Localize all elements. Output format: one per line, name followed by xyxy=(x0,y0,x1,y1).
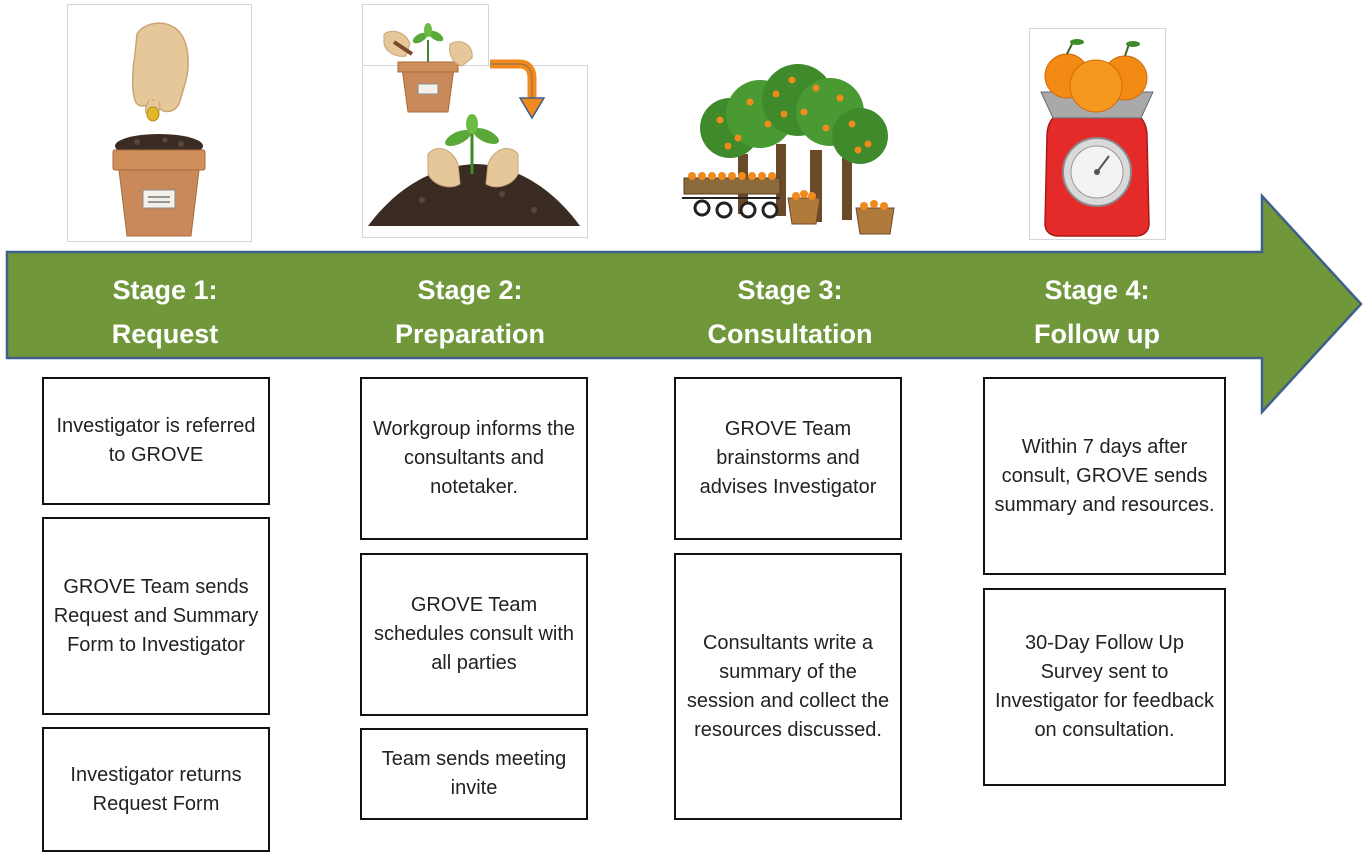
stage-2-title-line1: Stage 2: xyxy=(417,275,523,305)
stage-1-step-2-box: GROVE Team sends Request and Summary For… xyxy=(42,517,270,715)
stage-2-step-2-box: GROVE Team schedules consult with all pa… xyxy=(360,553,588,716)
stage-1-step-3-text: Investigator returns Request Form xyxy=(70,763,242,815)
stage-3-title-line2: Consultation xyxy=(707,319,873,349)
stage-4-title: Stage 4: Follow up xyxy=(987,268,1207,356)
stage-2-step-3-box: Team sends meeting invite xyxy=(360,728,588,820)
stage-4-step-1-text: Within 7 days after consult, GROVE sends… xyxy=(994,435,1215,516)
stage-1-step-1-box: Investigator is referred to GROVE xyxy=(42,377,270,505)
stage-3-title: Stage 3: Consultation xyxy=(680,268,900,356)
stage-2-step-3-text: Team sends meeting invite xyxy=(381,748,567,799)
process-arrow-shape xyxy=(5,192,1363,416)
stage-1-step-2-text: GROVE Team sends Request and Summary For… xyxy=(53,575,259,656)
stage-2-step-1-text: Workgroup informs the consultants and no… xyxy=(373,418,575,498)
stage-3-step-1-box: GROVE Team brainstorms and advises Inves… xyxy=(674,377,902,540)
stage-1-step-1-text: Investigator is referred to GROVE xyxy=(56,415,256,466)
stage-4-step-2-box: 30-Day Follow Up Survey sent to Investig… xyxy=(983,588,1226,786)
stage-1-title: Stage 1: Request xyxy=(55,268,275,356)
orange-grove-harvest-icon xyxy=(682,64,895,235)
stage-1-title-line1: Stage 1: xyxy=(112,275,218,305)
stage-4-title-line2: Follow up xyxy=(1034,319,1160,349)
transplant-seedling-icon xyxy=(362,4,588,238)
stage-3-step-1-text: GROVE Team brainstorms and advises Inves… xyxy=(699,418,877,498)
oranges-on-scale-icon xyxy=(1029,28,1166,240)
stage-2-step-1-box: Workgroup informs the consultants and no… xyxy=(360,377,588,540)
stage-1-title-line2: Request xyxy=(111,319,219,349)
stage-2-title-line2: Preparation xyxy=(394,319,546,349)
stage-1-step-3-box: Investigator returns Request Form xyxy=(42,727,270,852)
stage-2-step-2-text: GROVE Team schedules consult with all pa… xyxy=(373,594,575,674)
stage-3-title-line1: Stage 3: xyxy=(737,275,843,305)
stage-4-step-1-box: Within 7 days after consult, GROVE sends… xyxy=(983,377,1226,575)
stage-4-title-line1: Stage 4: xyxy=(1044,275,1150,305)
stage-3-step-2-box: Consultants write a summary of the sessi… xyxy=(674,553,902,820)
stage-3-step-2-text: Consultants write a summary of the sessi… xyxy=(686,631,890,741)
seed-in-pot-icon xyxy=(67,4,252,242)
stage-4-step-2-text: 30-Day Follow Up Survey sent to Investig… xyxy=(994,632,1214,741)
stage-2-title: Stage 2: Preparation xyxy=(360,268,580,356)
